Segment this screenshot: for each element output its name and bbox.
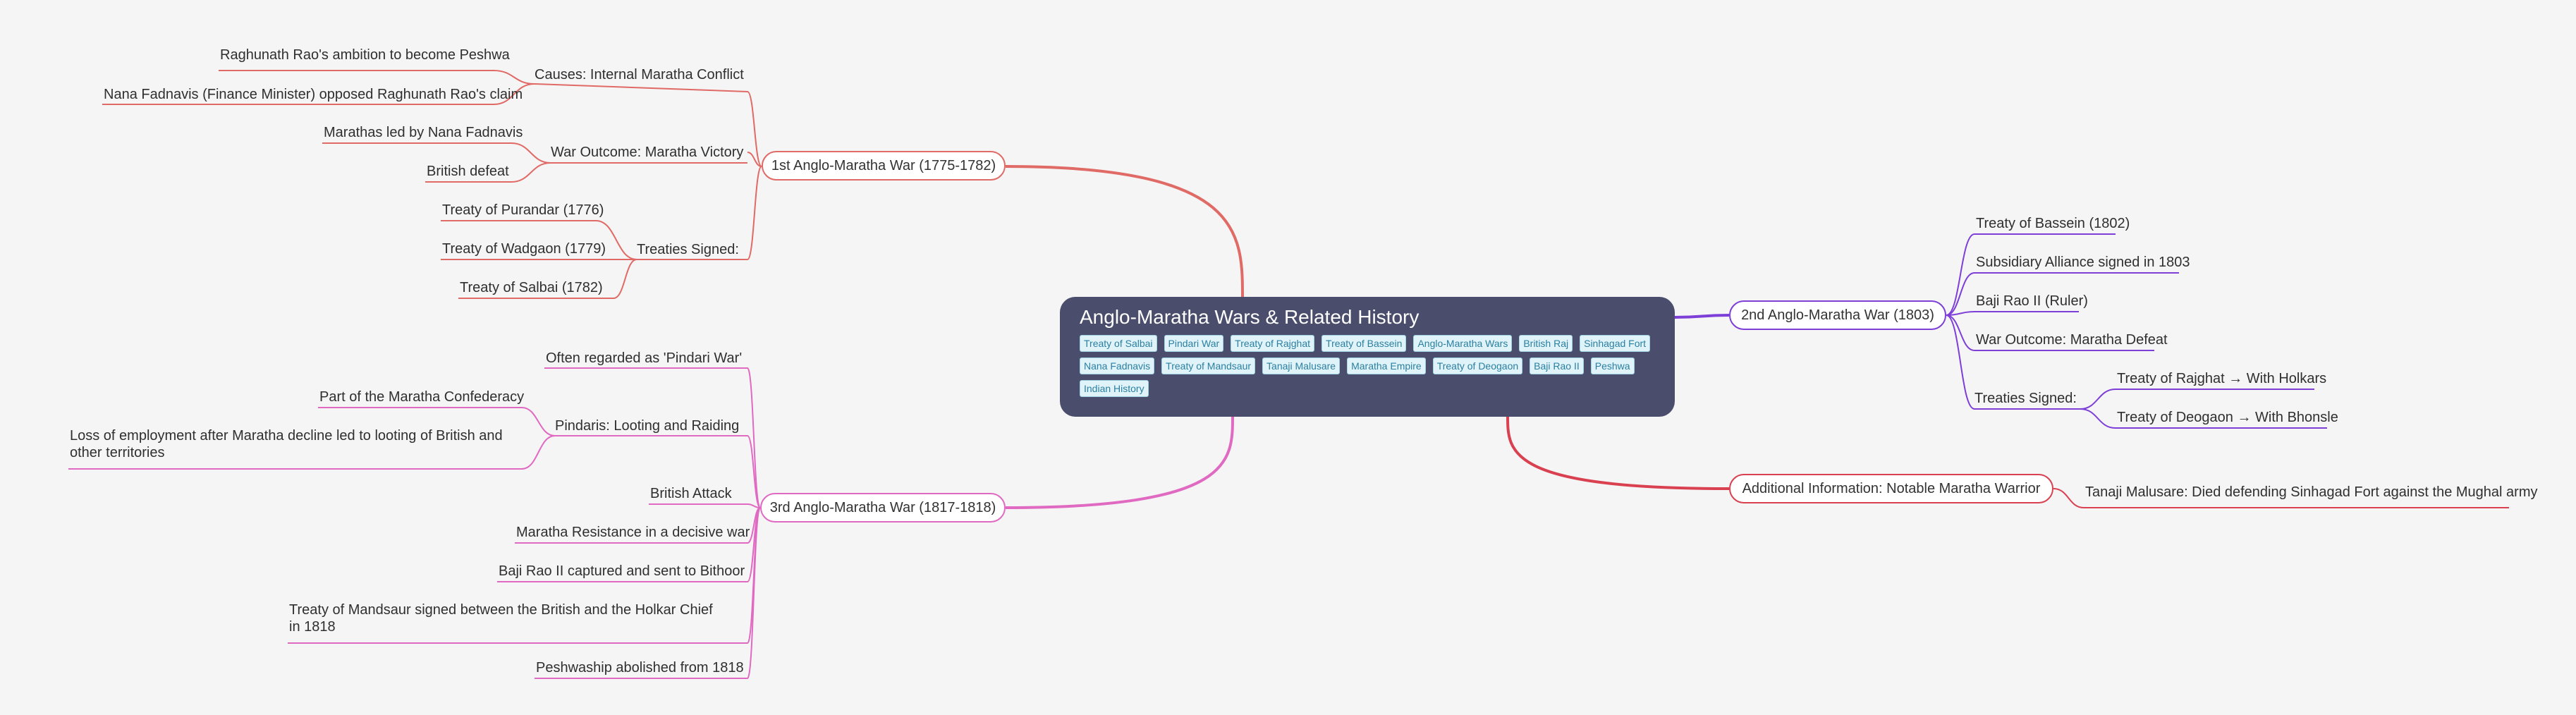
war1-cause-1[interactable]: Raghunath Rao's ambition to become Peshw… [220, 47, 510, 63]
war3-item-1[interactable]: British Attack [650, 486, 732, 501]
root-node[interactable]: Anglo-Maratha Wars & Related History Tre… [1060, 297, 1675, 417]
war2-item-3[interactable]: Baji Rao II (Ruler) [1976, 293, 2088, 309]
link-war1-outcome [747, 152, 762, 167]
tag[interactable]: Indian History [1080, 380, 1149, 397]
war1-treaty-2[interactable]: Treaty of Wadgaon (1779) [442, 241, 606, 257]
link-treaty-1 [595, 220, 637, 260]
war1-outcome-2[interactable]: British defeat [427, 164, 509, 179]
link-cause-1 [493, 70, 535, 85]
underline-war1-causes [534, 83, 748, 92]
war3-item-3[interactable]: Baji Rao II captured and sent to Bithoor [499, 563, 745, 579]
war1-cause-2[interactable]: Nana Fadnavis (Finance Minister) opposed… [104, 87, 523, 102]
branch-war3[interactable]: 3rd Anglo-Maratha War (1817-1818) [760, 493, 1006, 522]
link-war1-causes [747, 91, 762, 167]
link-root-war1 [1005, 165, 1244, 299]
war1-treaty-3[interactable]: Treaty of Salbai (1782) [460, 280, 603, 295]
link-war3-item-5 [747, 507, 761, 679]
link-pindaris-1 [521, 407, 556, 436]
war3-item-5[interactable]: Peshwaship abolished from 1818 [536, 660, 744, 676]
link-treaty-3 [613, 259, 637, 299]
tag[interactable]: Tanaji Malusare [1262, 358, 1341, 374]
war1-treaty-1[interactable]: Treaty of Purandar (1776) [442, 202, 604, 218]
tag[interactable]: Treaty of Mandsaur [1161, 358, 1256, 374]
war1-causes[interactable]: Causes: Internal Maratha Conflict [535, 67, 744, 82]
tag[interactable]: Treaty of Bassein [1321, 335, 1407, 352]
link-root-war2 [1674, 314, 1730, 319]
tag-list: Treaty of Salbai Pindari War Treaty of R… [1080, 335, 1651, 397]
tag[interactable]: Treaty of Salbai [1080, 335, 1157, 352]
tag[interactable]: Treaty of Deogaon [1432, 358, 1523, 374]
war2-item-2[interactable]: Subsidiary Alliance signed in 1803 [1976, 255, 2190, 270]
war3-pindari-war[interactable]: Often regarded as 'Pindari War' [546, 350, 743, 366]
tag[interactable]: Maratha Empire [1347, 358, 1426, 374]
link-war2-treaty-2 [2080, 408, 2116, 429]
tag[interactable]: Peshwa [1590, 358, 1635, 374]
war3-item-2[interactable]: Maratha Resistance in a decisive war [516, 525, 750, 540]
tag[interactable]: Treaty of Rajghat [1231, 335, 1315, 352]
war2-item-4[interactable]: War Outcome: Maratha Defeat [1976, 332, 2168, 348]
war3-pindaris-2[interactable]: Loss of employment after Maratha decline… [70, 428, 503, 460]
link-outcome-2 [511, 162, 551, 183]
tag[interactable]: Pindari War [1164, 335, 1224, 352]
war3-pindaris[interactable]: Pindaris: Looting and Raiding [555, 418, 740, 434]
branch-war2[interactable]: 2nd Anglo-Maratha War (1803) [1729, 300, 1946, 330]
tag[interactable]: Nana Fadnavis [1080, 358, 1155, 374]
link-cause-2 [493, 83, 535, 105]
war1-outcome-1[interactable]: Marathas led by Nana Fadnavis [324, 125, 523, 140]
root-title: Anglo-Maratha Wars & Related History [1080, 306, 1420, 328]
link-war2-item-4 [1946, 314, 1975, 351]
war3-pindaris-1[interactable]: Part of the Maratha Confederacy [319, 389, 525, 405]
war1-outcome[interactable]: War Outcome: Maratha Victory [551, 145, 744, 160]
link-war2-treaties [1946, 314, 1975, 410]
war1-treaties[interactable]: Treaties Signed: [637, 242, 739, 257]
link-root-war3 [1005, 415, 1234, 509]
tag[interactable]: British Raj [1519, 335, 1573, 352]
tag[interactable]: Sinhagad Fort [1580, 335, 1651, 352]
war2-treaty-2[interactable]: Treaty of Deogaon → With Bhonsle [2117, 410, 2338, 425]
war2-treaties[interactable]: Treaties Signed: [1974, 391, 2077, 406]
link-war2-item-2 [1946, 272, 1975, 316]
link-pindaris-2 [521, 435, 556, 470]
branch-info[interactable]: Additional Information: Notable Maratha … [1729, 474, 2053, 503]
link-info-item [2053, 488, 2084, 508]
link-war2-treaty-1 [2080, 389, 2116, 410]
link-war3-pindaris [747, 435, 761, 508]
link-outcome-1 [511, 142, 551, 164]
tag[interactable]: Baji Rao II [1530, 358, 1584, 374]
info-item-1[interactable]: Tanaji Malusare: Died defending Sinhagad… [2085, 484, 2538, 500]
war2-item-1[interactable]: Treaty of Bassein (1802) [1976, 216, 2130, 231]
war3-item-4[interactable]: Treaty of Mandsaur signed between the Br… [289, 602, 713, 635]
branch-war1[interactable]: 1st Anglo-Maratha War (1775-1782) [762, 151, 1006, 181]
war2-treaty-1[interactable]: Treaty of Rajghat → With Holkars [2117, 371, 2327, 386]
link-war2-item-1 [1946, 233, 1975, 316]
link-war1-treaties [747, 166, 762, 260]
tag[interactable]: Anglo-Maratha Wars [1413, 335, 1513, 352]
link-root-info [1506, 415, 1730, 490]
